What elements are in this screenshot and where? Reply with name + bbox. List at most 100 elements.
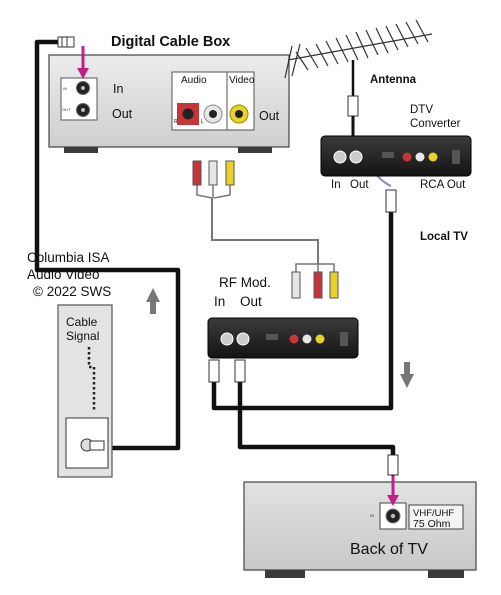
signal-down-arrow bbox=[400, 362, 414, 388]
rca-plug-yellow-top bbox=[225, 160, 235, 186]
rca-plug-red-top bbox=[192, 160, 202, 186]
antenna-boom bbox=[287, 33, 433, 61]
cable-box-audio-jack-white-hole bbox=[209, 110, 217, 118]
cable-box-audio-label: Audio bbox=[181, 75, 207, 86]
rf-mod-rca-white bbox=[302, 334, 312, 344]
down-arrow-shaft bbox=[404, 362, 410, 376]
dtv-rca-yellow bbox=[428, 152, 438, 162]
credit-line3: © 2022 SWS bbox=[33, 284, 111, 299]
down-arrow-head bbox=[400, 374, 414, 388]
dtv-label-line2: Converter bbox=[410, 118, 461, 130]
rca-plug-leads-top bbox=[196, 185, 231, 199]
dtv-converter-body bbox=[320, 135, 472, 177]
dtv-hdmi-port bbox=[382, 152, 394, 158]
up-arrow-shaft bbox=[150, 300, 156, 314]
antenna-element bbox=[375, 27, 389, 54]
wall-plate-line1: Cable bbox=[66, 315, 98, 329]
rf-mod-label: RF Mod. bbox=[219, 275, 271, 290]
dtv-converter bbox=[320, 135, 472, 177]
dtv-rca-out-label: RCA Out bbox=[420, 179, 466, 191]
credit-line2: Audio Video bbox=[27, 267, 100, 282]
cable-box-foot-right bbox=[238, 147, 272, 153]
tv-input-line1: VHF/UHF bbox=[413, 508, 454, 519]
antenna-reflector bbox=[284, 43, 301, 79]
tv-magenta-arrow-head bbox=[387, 495, 399, 506]
antenna-element bbox=[345, 34, 359, 61]
tv-foot-right bbox=[428, 570, 464, 578]
cable-box-foot-left bbox=[64, 147, 98, 153]
tv-antenna-port-core bbox=[390, 513, 396, 519]
cable-box-video-label: Video bbox=[229, 75, 255, 86]
antenna-element bbox=[335, 37, 349, 63]
antenna bbox=[284, 19, 433, 96]
antenna-label: Antenna bbox=[370, 74, 417, 86]
rf-mod-rca-plugs bbox=[291, 263, 339, 299]
cable-box-magenta-arrow-head bbox=[77, 68, 89, 79]
rf-mod-rca-red bbox=[289, 334, 299, 344]
antenna-element bbox=[385, 25, 399, 51]
signal-up-arrow bbox=[146, 288, 160, 314]
up-arrow-head bbox=[146, 288, 160, 302]
rf-rca-plug-white bbox=[291, 271, 301, 299]
cable-box-audio-jack-red-hole bbox=[182, 108, 194, 120]
cable-box-in-label: In bbox=[113, 82, 123, 96]
cable-box-rca-plugs bbox=[192, 160, 235, 199]
wall-plate-line2: Signal bbox=[66, 329, 99, 343]
wall-plate: Cable Signal bbox=[57, 304, 113, 478]
coax-cable-rfmod-to-tv bbox=[237, 377, 396, 477]
rf-rca-plug-red bbox=[313, 271, 323, 299]
cable-box-out-port-core bbox=[81, 108, 85, 112]
antenna-element bbox=[355, 31, 369, 59]
antenna-element bbox=[295, 51, 309, 71]
rf-mod-body bbox=[207, 317, 359, 359]
rf-modulator bbox=[207, 317, 359, 359]
dtv-out-port bbox=[349, 150, 363, 164]
tv-input-label-box bbox=[408, 504, 464, 530]
tv-input-line2: 75 Ohm bbox=[413, 518, 451, 530]
dtv-in-label: In bbox=[331, 179, 341, 191]
credit-line1: Columbia ISA bbox=[27, 250, 110, 265]
rf-mod-hdmi-port bbox=[266, 334, 278, 340]
cable-box-out-label: Out bbox=[112, 107, 133, 121]
cable-box-title: Digital Cable Box bbox=[111, 34, 230, 50]
cable-box-video-jack-yellow-hole bbox=[235, 110, 243, 118]
dtv-label-line1: DTV bbox=[410, 104, 433, 116]
dtv-out-label: Out bbox=[350, 179, 369, 191]
rca-bundle-wire bbox=[211, 198, 319, 264]
rf-mod-in-port bbox=[220, 332, 234, 346]
wall-outlet-connector bbox=[89, 440, 105, 451]
dtv-in-port bbox=[333, 150, 347, 164]
antenna-element bbox=[305, 47, 319, 69]
tv-in-connector bbox=[387, 454, 399, 476]
cable-box-in-connector bbox=[57, 36, 75, 48]
rf-mod-out-port bbox=[236, 332, 250, 346]
cable-box-jack-letter-r: R bbox=[174, 119, 178, 125]
rf-mod-out-connector bbox=[234, 359, 246, 383]
antenna-element bbox=[315, 43, 329, 67]
rf-mod-power-jack bbox=[340, 332, 348, 346]
tv: IN VHF/UHF 75 Ohm Back of TV bbox=[243, 481, 477, 578]
tv-port-in-text: IN bbox=[370, 513, 374, 518]
tv-caption: Back of TV bbox=[350, 541, 428, 558]
dtv-rca-red bbox=[402, 152, 412, 162]
local-tv-label: Local TV bbox=[420, 231, 468, 243]
dtv-power-jack bbox=[452, 150, 460, 164]
rca-plug-white-top bbox=[208, 160, 218, 186]
cable-box-av-out-label: Out bbox=[259, 109, 280, 123]
antenna-element bbox=[365, 29, 379, 56]
tv-foot-left bbox=[265, 570, 305, 578]
dtv-rca-white bbox=[415, 152, 425, 162]
rf-mod-in-connector bbox=[208, 359, 220, 383]
cable-box-jack-letter-l: L bbox=[201, 119, 204, 125]
antenna-element bbox=[405, 21, 419, 45]
rf-mod-rca-yellow bbox=[315, 334, 325, 344]
antenna-element bbox=[325, 40, 339, 65]
antenna-coax-connector bbox=[347, 95, 359, 117]
coax-cable-dtv-to-rfmod bbox=[211, 210, 394, 411]
cable-box-in-port-core bbox=[81, 86, 85, 90]
dtv-out-connector bbox=[385, 189, 397, 213]
antenna-element bbox=[395, 23, 409, 48]
wall-plate-dotted-line bbox=[87, 347, 96, 410]
cable-box: Digital Cable Box IN OUT In Out Audio Vi… bbox=[48, 34, 290, 153]
